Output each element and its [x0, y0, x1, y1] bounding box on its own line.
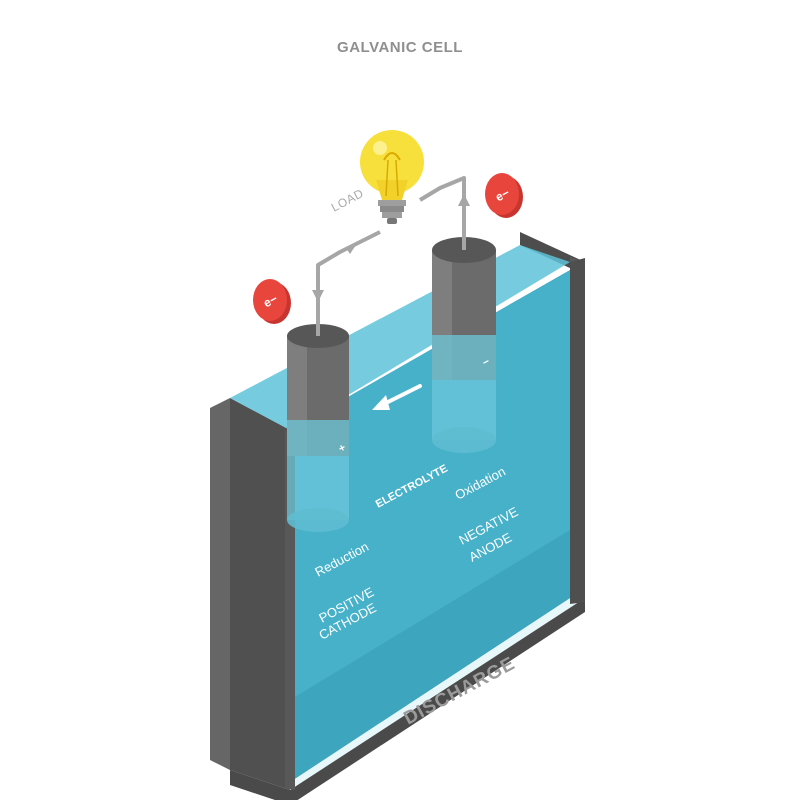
cathode-sign: + — [337, 442, 348, 456]
ion-flow-arrow — [372, 384, 422, 410]
light-bulb-icon — [360, 130, 424, 224]
cathode-electrode — [287, 318, 349, 532]
anode-electrode — [432, 230, 496, 453]
electron-label-right: e− — [493, 185, 512, 204]
electron-badge-left: e− — [253, 279, 291, 324]
diagram-title: GALVANIC CELL — [337, 39, 463, 56]
current-arrow-left-icon — [346, 242, 358, 254]
current-arrow-down-icon — [312, 290, 324, 302]
anode-sign: − — [481, 356, 492, 370]
electron-label-left: e− — [261, 291, 280, 310]
load-label: LOAD — [329, 186, 366, 215]
current-arrow-up-icon — [458, 194, 470, 206]
electron-badge-right: e− — [485, 173, 523, 218]
